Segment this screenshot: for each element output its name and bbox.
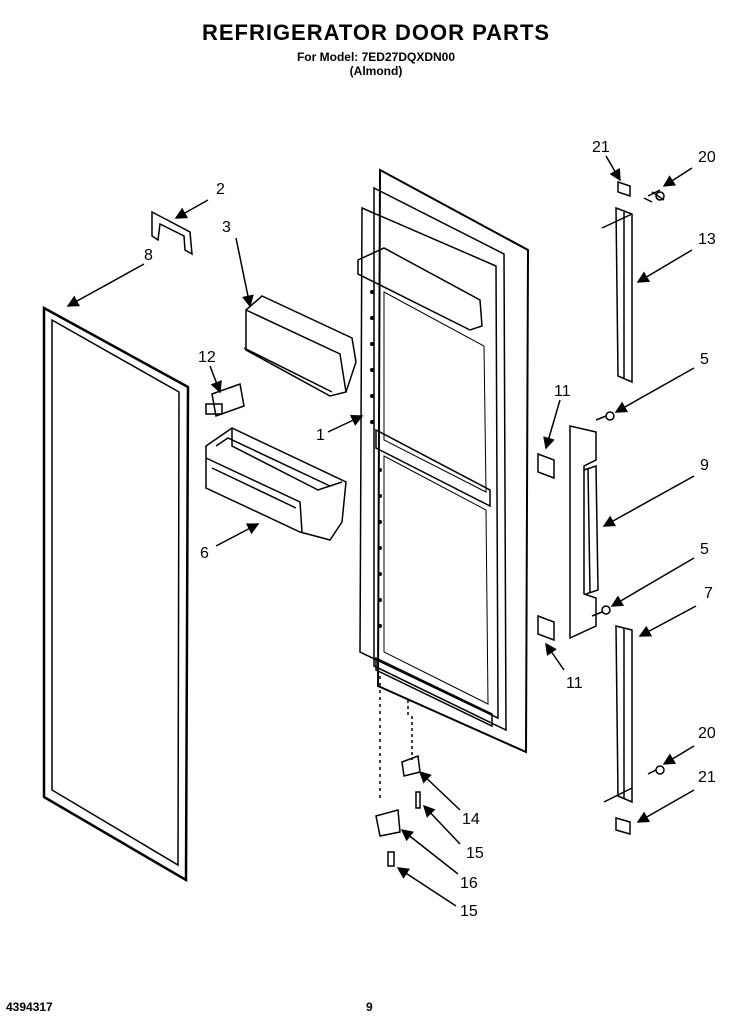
screw-lower	[591, 605, 611, 617]
callout-14: 14	[462, 811, 480, 828]
callout-6: 6	[200, 545, 209, 562]
callout-11-upper: 11	[554, 383, 571, 400]
color-line: (Almond)	[349, 64, 403, 78]
callout-1: 1	[316, 427, 325, 444]
clip-part	[205, 382, 245, 418]
screw-top	[643, 189, 665, 203]
callout-11-lower: 11	[566, 675, 583, 692]
screw-bottom	[647, 765, 665, 775]
model-subtitle: For Model: 7ED27DQXDN00 (Almond)	[0, 50, 752, 78]
callout-20-top: 20	[698, 149, 716, 166]
dairy-door	[243, 295, 357, 397]
door-bin	[205, 427, 347, 541]
callout-20-bottom: 20	[698, 725, 716, 742]
end-cap-bottom	[615, 817, 631, 835]
model-line: For Model: 7ED27DQXDN00	[296, 50, 456, 64]
hinge-assembly	[375, 676, 421, 867]
callout-16: 16	[460, 875, 478, 892]
page-title: REFRIGERATOR DOOR PARTS	[201, 20, 551, 45]
document-number: 4394317	[6, 1000, 53, 1014]
callout-12: 12	[198, 349, 216, 366]
door-liner	[357, 168, 530, 754]
callout-15-lower: 15	[460, 903, 478, 920]
callout-13: 13	[698, 231, 716, 248]
page-number: 9	[366, 1000, 373, 1014]
handle-cap-upper	[537, 452, 555, 480]
bracket-part	[151, 210, 193, 256]
liner-holes	[370, 290, 382, 628]
door-gasket	[42, 305, 190, 883]
callout-5-lower: 5	[700, 541, 709, 558]
end-cap-top	[617, 180, 631, 198]
callout-7: 7	[704, 585, 713, 602]
handle-cap-lower	[537, 614, 555, 642]
callout-3: 3	[222, 219, 231, 236]
callout-5-upper: 5	[700, 351, 709, 368]
trim-strip-bottom	[603, 625, 633, 804]
callout-9: 9	[700, 457, 709, 474]
callout-numbers: 1 2 3 8 12 6 21 20 13 5 11 9 5 7 11 20 2…	[144, 139, 716, 920]
callout-15-upper: 15	[466, 845, 484, 862]
leader-lines	[66, 155, 697, 907]
callout-21-top: 21	[592, 139, 610, 156]
screw-upper	[595, 411, 615, 421]
callout-8: 8	[144, 247, 153, 264]
door-handle	[569, 425, 599, 640]
callout-21-bottom: 21	[698, 769, 716, 786]
callout-2: 2	[216, 181, 225, 198]
trim-strip-top	[601, 206, 633, 384]
